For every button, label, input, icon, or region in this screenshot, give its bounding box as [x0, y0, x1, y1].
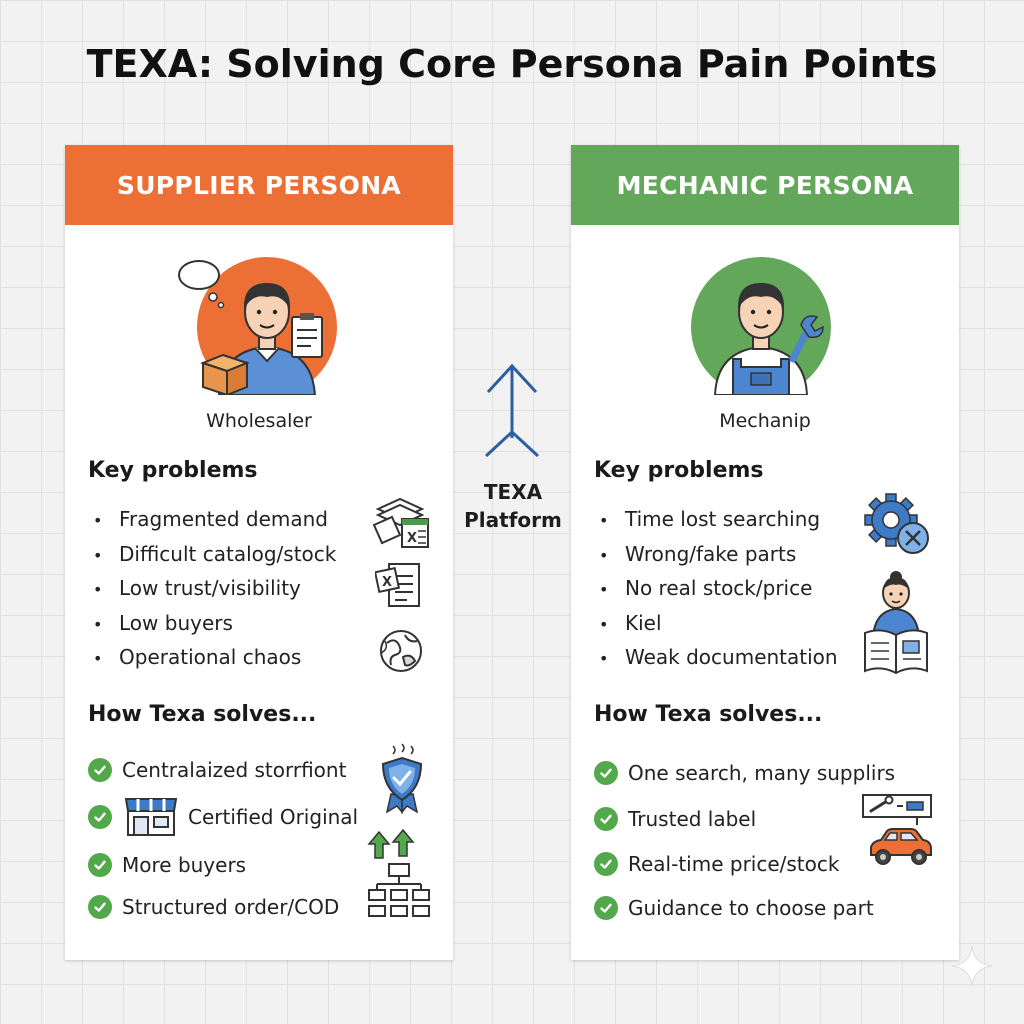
mechanic-card-header: MECHANIC PERSONA	[571, 145, 959, 225]
wholesaler-avatar-icon	[177, 255, 337, 395]
list-item: •Low trust/visibility	[93, 576, 301, 600]
gear-error-icon	[861, 490, 933, 562]
supplier-solutions-list: Centralaized storrfiont Certified Origin…	[88, 750, 358, 928]
supplier-persona-card: SUPPLIER PERSONA	[65, 145, 453, 960]
check-icon	[594, 896, 618, 920]
mechanic-role-label: Mechanip	[719, 410, 811, 432]
list-item: •Weak documentation	[599, 645, 838, 669]
person-reading-manual-icon	[863, 567, 929, 681]
mechanic-solves-title: How Texa solves...	[594, 702, 823, 727]
list-item: •Kiel	[599, 610, 662, 635]
excel-document-icon: X	[373, 560, 425, 616]
list-item: •Low buyers	[93, 610, 233, 635]
list-item: More buyers	[88, 844, 358, 886]
list-item: •Difficult catalog/stock	[93, 541, 337, 566]
list-item: •Time lost searching	[599, 507, 821, 531]
structured-order-flow-icon	[365, 828, 435, 922]
supplier-role-label: Wholesaler	[206, 410, 312, 432]
list-item: Trusted label	[594, 796, 895, 842]
storefront-icon	[124, 793, 178, 842]
check-icon	[88, 758, 112, 782]
check-icon	[594, 852, 618, 876]
mechanic-solutions-list: One search, many supplirs Trusted label …	[594, 750, 895, 930]
supplier-solves-title: How Texa solves...	[88, 702, 317, 727]
list-item: •No real stock/price	[599, 576, 813, 600]
svg-text:X: X	[407, 531, 417, 546]
documents-spreadsheet-icon: X	[370, 495, 432, 555]
list-item: Structured order/COD	[88, 886, 358, 928]
supplier-problems-title: Key problems	[88, 458, 258, 483]
list-item: One search, many supplirs	[594, 750, 895, 796]
mechanic-problems-title: Key problems	[594, 458, 764, 483]
svg-text:X: X	[382, 575, 392, 590]
list-item: Certified Original	[88, 790, 358, 844]
sparkle-icon	[950, 944, 994, 992]
globe-chaos-icon	[377, 627, 425, 679]
supplier-card-header: SUPPLIER PERSONA	[65, 145, 453, 225]
list-item: Guidance to choose part	[594, 886, 895, 930]
list-item: •Operational chaos	[93, 645, 302, 669]
check-icon	[88, 895, 112, 919]
list-item: Real-time price/stock	[594, 842, 895, 886]
list-item: •Wrong/fake parts	[599, 541, 797, 566]
part-label-icon	[861, 793, 935, 829]
page-title: TEXA: Solving Core Persona Pain Points	[86, 42, 938, 86]
check-icon	[88, 805, 112, 829]
check-icon	[594, 807, 618, 831]
check-icon	[88, 853, 112, 877]
mechanic-problems-list: •Time lost searching •Wrong/fake parts •…	[599, 507, 838, 680]
mechanic-avatar-icon	[681, 255, 841, 395]
supplier-problems-list: •Fragmented demand •Difficult catalog/st…	[93, 507, 336, 680]
mechanic-persona-card: MECHANIC PERSONA Mechanip Key problems •…	[571, 145, 959, 960]
up-arrow-icon	[480, 360, 544, 464]
list-item: Centralaized storrfiont	[88, 750, 358, 790]
texa-platform-label: TEXA Platform	[464, 480, 562, 532]
car-icon	[865, 825, 935, 873]
list-item: •Fragmented demand	[93, 507, 328, 531]
check-icon	[594, 761, 618, 785]
certified-shield-icon	[377, 742, 427, 820]
